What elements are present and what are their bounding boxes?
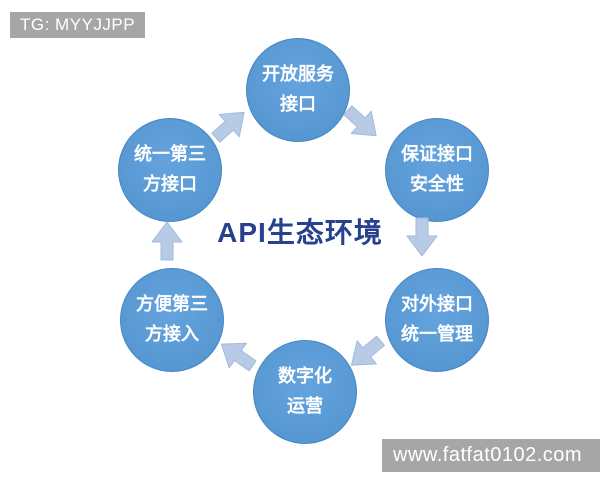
cycle-node-digital-operations: 数字化 运营 — [253, 340, 357, 444]
cycle-arrow-down-icon — [405, 217, 439, 257]
node-label-line: 对外接口 — [401, 294, 473, 315]
watermark-top-left-text: TG: MYYJJPP — [20, 15, 136, 34]
cycle-arrow-down-right-icon — [336, 97, 388, 149]
node-label-line: 接口 — [280, 94, 316, 114]
cycle-arrow-up-icon — [150, 221, 184, 261]
node-label-line: 安全性 — [410, 174, 464, 194]
node-label-line: 方便第三 — [136, 294, 208, 315]
cycle-node-easy-third-party-access: 方便第三 方接入 — [120, 268, 224, 372]
node-label-line: 保证接口 — [401, 144, 473, 165]
cycle-arrow-down-left-icon — [340, 327, 392, 379]
watermark-bottom-right-text: www.fatfat0102.com — [393, 444, 583, 466]
node-label-line: 统一管理 — [401, 324, 473, 344]
diagram-title: API生态环境 — [217, 217, 383, 248]
cycle-node-ensure-interface-security: 保证接口 安全性 — [385, 118, 489, 222]
node-label-line: 数字化 — [278, 366, 332, 387]
cycle-arrow-up-left-icon — [211, 330, 263, 381]
node-label-line: 开放服务 — [262, 64, 334, 85]
cycle-node-unified-third-party-interface: 统一第三 方接口 — [118, 118, 222, 222]
cycle-node-external-interface-management: 对外接口 统一管理 — [385, 268, 489, 372]
node-label-line: 方接口 — [143, 174, 197, 194]
cycle-arrow-up-right-icon — [204, 99, 256, 151]
watermark-top-left: TG: MYYJJPP — [10, 12, 146, 38]
node-label-line: 运营 — [287, 396, 323, 416]
node-label-line: 统一第三 — [134, 144, 206, 165]
cycle-node-open-service-interface: 开放服务 接口 — [246, 38, 350, 142]
node-label-line: 方接入 — [145, 324, 199, 344]
watermark-bottom-right: www.fatfat0102.com — [382, 439, 600, 472]
